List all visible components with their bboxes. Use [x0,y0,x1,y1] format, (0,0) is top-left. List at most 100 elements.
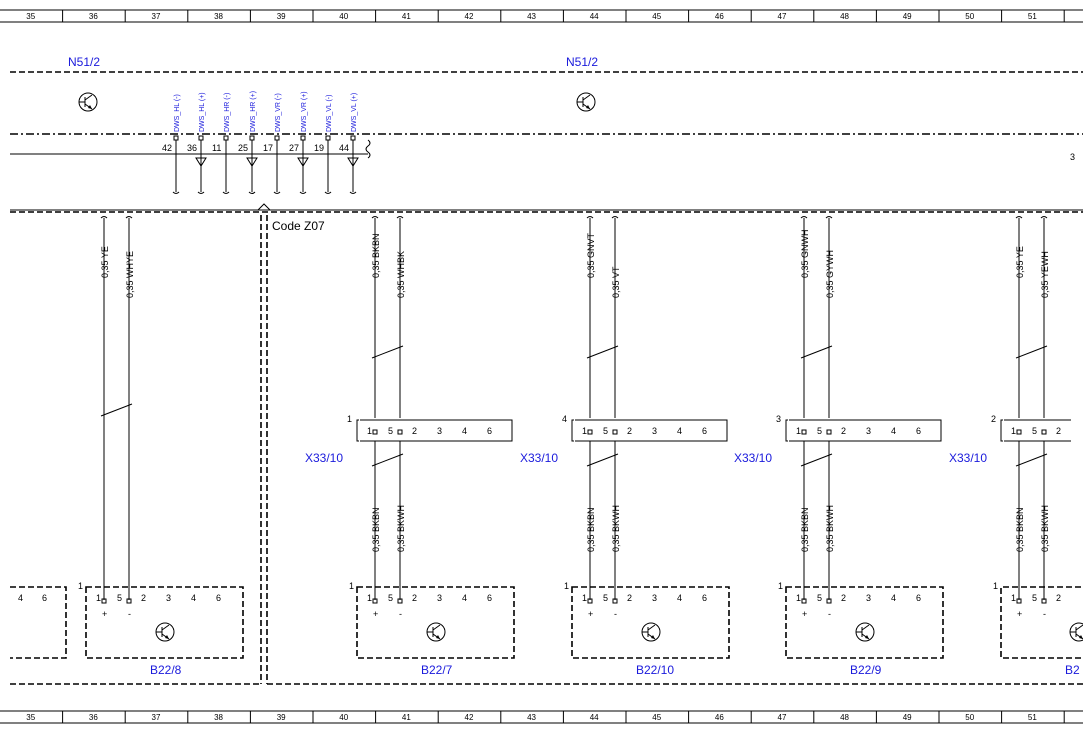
wire-label: 0,35 VT [611,266,621,298]
ruler-column-number: 45 [652,713,661,722]
sensor-label: B22/9 [850,663,882,677]
wire-label: 0,35 YE [1015,246,1025,278]
sensor-number: 1 [349,581,354,591]
partial-pin-6: 6 [42,593,47,603]
ruler-column-number: 44 [590,12,599,21]
polarity-plus: + [1017,609,1022,619]
pin-number: 6 [702,593,707,603]
wire-label: 0,35 GNWH [800,229,810,278]
n51-pin-number: 11 [212,143,221,153]
twisted-pair-mark [371,345,404,359]
polarity-minus: - [399,609,402,619]
pin-number: 2 [841,426,846,436]
n51-pin-number: 27 [289,143,299,153]
ruler-column-number: 45 [652,12,661,21]
pin-number: 5 [1032,593,1037,603]
pin-terminal [826,429,832,435]
ruler-column-number: 48 [840,713,849,722]
wire-label: 0,35 YE [100,246,110,278]
twisted-pair-mark [1015,453,1048,467]
pin-number: 5 [1032,426,1037,436]
ruler-column-number: 35 [26,713,35,722]
n51-label-right: N51/2 [566,55,598,69]
sensor-number: 1 [564,581,569,591]
pin-number: 5 [388,426,393,436]
sensor-box [1000,586,1081,659]
pin-number: 3 [652,426,657,436]
wire-label: 0,35 BKBN [800,507,810,552]
wire-label: 0,35 GYWH [825,250,835,298]
connector-bracket [356,419,359,442]
pin-number: 2 [627,426,632,436]
pin-terminal [223,135,229,141]
transistor-icon [426,622,446,642]
connector-bracket [1000,419,1003,442]
pin-terminal [372,429,378,435]
pin-terminal [587,598,593,604]
ruler-column-number: 43 [527,12,536,21]
pin-number: 5 [388,593,393,603]
ruler-column-number: 46 [715,12,724,21]
connector-number: 3 [776,414,781,424]
ruler-column-number: 50 [965,12,974,21]
pin-terminal [300,135,306,141]
code-label: Code Z07 [272,219,325,233]
pin-terminal [612,429,618,435]
transistor-icon [576,92,596,112]
ruler-column-number: 38 [214,12,223,21]
n51-pin-label: DWS_HL (-) [174,94,181,132]
pin-terminal [826,598,832,604]
wire-break [100,216,108,219]
ruler-column-number: 42 [465,12,474,21]
wire-break [825,216,833,219]
twisted-pair-mark [800,453,833,467]
n51-pin-number: 17 [263,143,273,153]
twisted-pair-mark [1015,345,1048,359]
pin-terminal [249,135,255,141]
sensor-number: 1 [993,581,998,591]
n51-pin-label: DWS_HR (+) [250,91,257,132]
diode-icon [246,157,258,167]
pin-number: 1 [1011,426,1016,436]
pin-terminal [801,429,807,435]
wire-break [248,191,256,194]
wire-label: 0,35 WHYE [125,251,135,298]
wire-break [1040,216,1048,219]
ruler-column-number: 40 [339,12,348,21]
pin-terminal [1041,429,1047,435]
n51-pin-label: DWS_VR (-) [275,93,282,132]
pin-terminal [397,598,403,604]
twisted-pair-mark [586,345,619,359]
transistor-icon [1069,622,1083,642]
wire-break [1015,216,1023,219]
connector-number: 1 [347,414,352,424]
wire-break [172,191,180,194]
ruler-column-number: 48 [840,12,849,21]
partial-left-sensor: 4 6 [10,586,67,659]
twisted-pair-mark [586,453,619,467]
polarity-minus: - [828,609,831,619]
connector-label: X33/10 [305,451,343,465]
wire-label: 0,35 BKBN [586,507,596,552]
wire-label: 0,35 BKBN [371,233,381,278]
pin-number: 2 [1056,426,1061,436]
n51-pin-label: DWS_VR (+) [301,91,308,132]
wire-break [349,191,357,194]
connector-bracket [785,419,788,442]
n51-pin-label: DWS_VL (+) [351,93,358,132]
ruler-column-number: 37 [152,12,161,21]
pin-number: 3 [866,426,871,436]
polarity-minus: - [1043,609,1046,619]
wire-label: 0,35 BKBN [1015,507,1025,552]
pin-number: 5 [603,426,608,436]
ruler-column-number: 51 [1028,713,1037,722]
pin-number: 6 [487,593,492,603]
wire-break [396,216,404,219]
sensor-box [85,586,244,659]
pin-number: 6 [916,426,921,436]
n51-pin-number: 25 [238,143,248,153]
wire-break [273,191,281,194]
